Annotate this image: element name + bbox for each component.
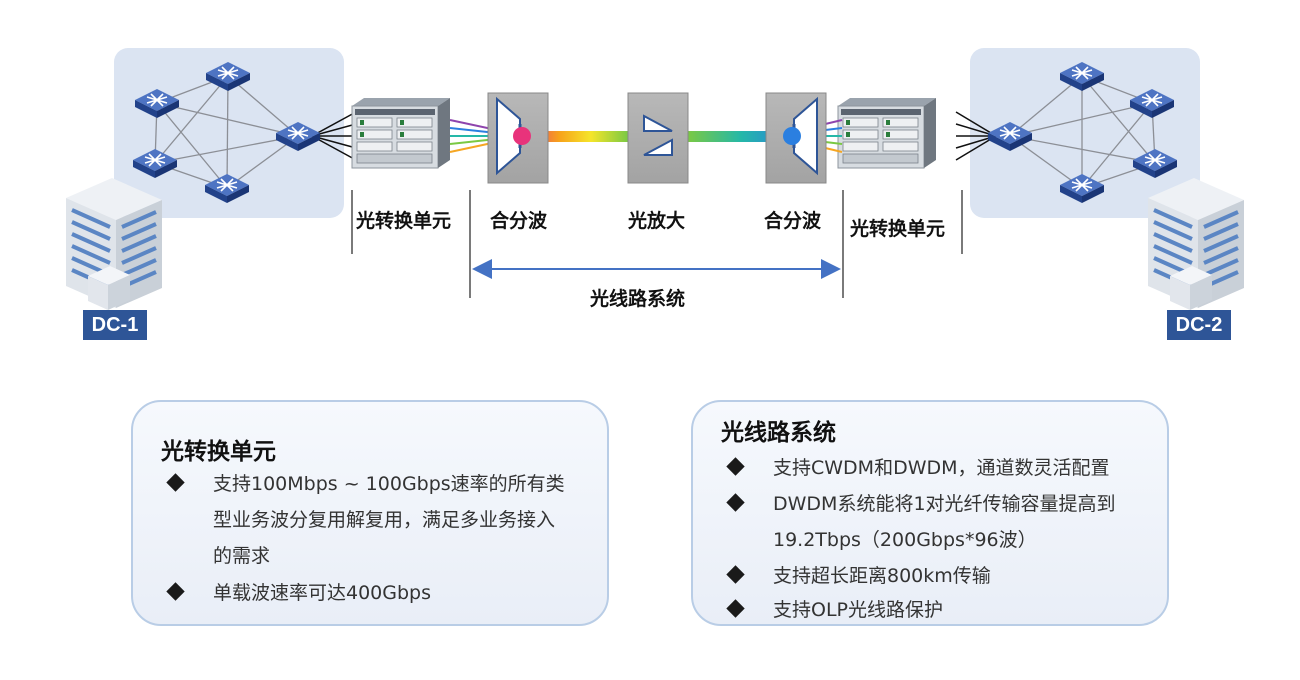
- fiber-link-right: [688, 131, 794, 142]
- dc-2-badge: DC-2: [1167, 310, 1231, 340]
- wdm-chassis-icon: [837, 97, 937, 169]
- diamond-bullet-icon: [726, 457, 745, 476]
- section-dividers: [351, 190, 963, 298]
- fiber-link-left: [522, 131, 628, 142]
- dc-1-badge: DC-1: [83, 310, 147, 340]
- list-item: 单载波速率可达400Gbps: [166, 575, 432, 611]
- line-system-info-card: 光线路系统 支持CWDM和DWDM，通道数灵活配置 DWDM系统能将1对光纤传输…: [691, 400, 1169, 626]
- list-item: 支持OLP光线路保护: [726, 592, 943, 628]
- list-item: 支持超长距离800km传输: [726, 558, 991, 594]
- bullet-text: 支持超长距离800km传输: [773, 565, 991, 587]
- list-item: DWDM系统能将1对光纤传输容量提高到 19.2Tbps（200Gbps*96波…: [726, 486, 1116, 558]
- building-icon: [64, 176, 164, 312]
- diamond-bullet-icon: [726, 599, 745, 618]
- right-converter-label: 光转换单元: [850, 218, 946, 240]
- building-icon: [1146, 176, 1246, 312]
- right-network-area: [970, 48, 1200, 218]
- list-item: 支持100Mbps ~ 100Gbps速率的所有类 型业务波分复用解复用，满足多…: [166, 466, 565, 574]
- wdm-chassis-icon: [351, 97, 451, 169]
- amplifier-label: 光放大: [628, 210, 686, 232]
- left-network-area: [114, 48, 344, 218]
- bullet-text: 支持100Mbps ~ 100Gbps速率的所有类 型业务波分复用解复用，满足多…: [213, 473, 565, 567]
- mux-icon: [765, 92, 827, 184]
- card-title: 光线路系统: [721, 420, 836, 446]
- diamond-bullet-icon: [166, 582, 185, 601]
- converter-info-card: 光转换单元 支持100Mbps ~ 100Gbps速率的所有类 型业务波分复用解…: [131, 400, 609, 626]
- amplifier-icon: [627, 92, 689, 184]
- left-mux-label: 合分波: [490, 210, 548, 232]
- bullet-text: 单载波速率可达400Gbps: [213, 582, 432, 604]
- list-item: 支持CWDM和DWDM，通道数灵活配置: [726, 450, 1110, 486]
- topology-diagram: [64, 48, 1246, 312]
- diamond-bullet-icon: [726, 493, 745, 512]
- left-converter-label: 光转换单元: [356, 210, 452, 232]
- right-mux-label: 合分波: [764, 210, 822, 232]
- bullet-text: 支持CWDM和DWDM，通道数灵活配置: [773, 457, 1110, 479]
- bullet-text: DWDM系统能将1对光纤传输容量提高到 19.2Tbps（200Gbps*96波…: [773, 493, 1116, 551]
- diamond-bullet-icon: [166, 473, 185, 492]
- diamond-bullet-icon: [726, 565, 745, 584]
- mux-icon: [487, 92, 549, 184]
- bullet-text: 支持OLP光线路保护: [773, 599, 943, 621]
- card-title: 光转换单元: [161, 439, 276, 465]
- span-label: 光线路系统: [590, 288, 686, 310]
